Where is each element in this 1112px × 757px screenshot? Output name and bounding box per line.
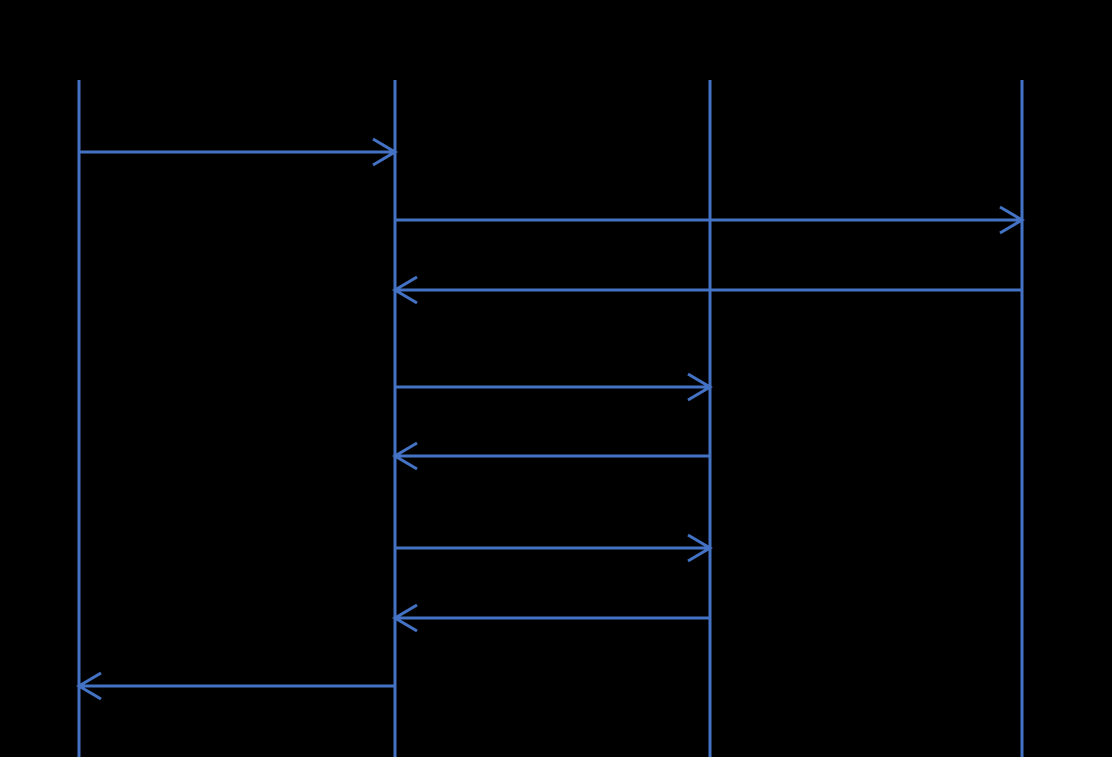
message-arrowhead-m1 (372, 137, 398, 167)
message-arrowhead-m4 (687, 372, 713, 402)
message-arrowhead-m3 (392, 275, 418, 305)
message-arrowhead-m7 (392, 603, 418, 633)
message-arrowhead-m2 (999, 205, 1025, 235)
message-arrowhead-m5 (392, 441, 418, 471)
messages-group (76, 137, 1025, 701)
lifelines-group (77, 80, 1024, 757)
message-arrowhead-m6 (687, 533, 713, 563)
message-arrowhead-m8 (76, 671, 102, 701)
